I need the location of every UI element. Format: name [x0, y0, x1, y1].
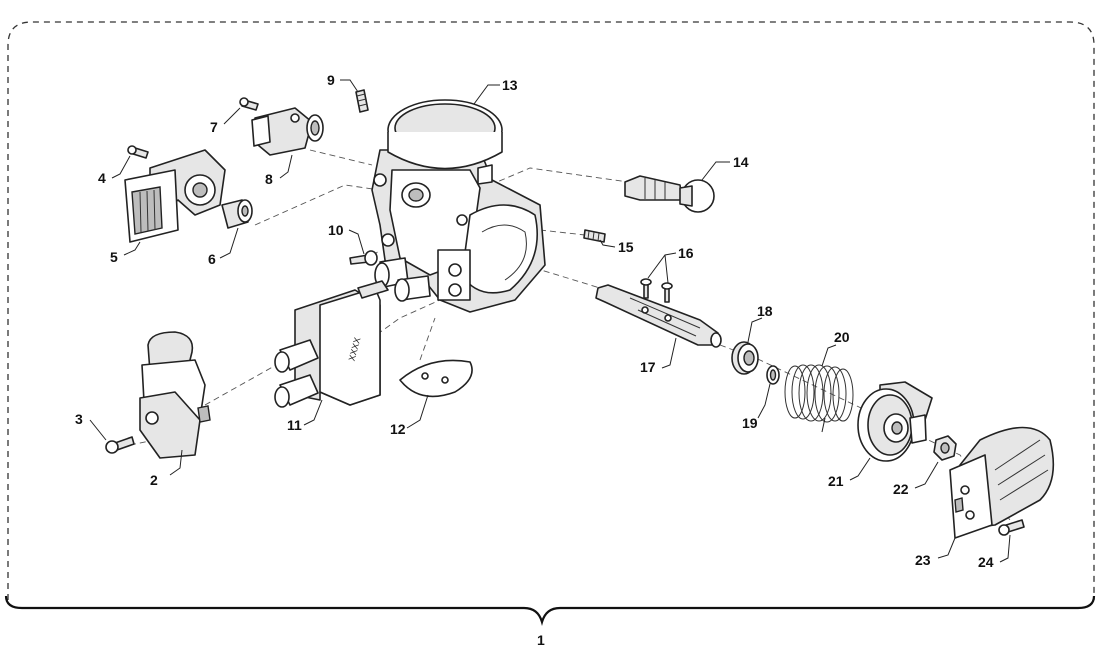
callout-12: 12 [390, 421, 406, 437]
bushing [221, 199, 253, 229]
throttle-shaft [595, 284, 722, 348]
map-sensor [251, 107, 324, 156]
callout-1: 1 [537, 632, 545, 648]
callout-20: 20 [834, 329, 850, 345]
throttle-body [371, 99, 546, 313]
grub-screw [583, 229, 606, 243]
callout-6: 6 [208, 251, 216, 267]
pin-10 [349, 250, 378, 266]
callout-14: 14 [733, 154, 749, 170]
screw-24 [998, 519, 1025, 536]
callout-2: 2 [150, 472, 158, 488]
callout-4: 4 [98, 170, 106, 186]
callout-11: 11 [287, 417, 302, 433]
pressure-sensor [139, 331, 211, 459]
callout-7: 7 [210, 119, 218, 135]
coil-connector: XXXX [274, 280, 389, 408]
assembly-frame [7, 21, 1095, 600]
nut [933, 435, 957, 461]
throttle-pulley [857, 381, 933, 462]
callout-labels: 1 2 3 4 5 6 7 8 9 10 11 12 13 14 15 16 1… [75, 72, 994, 648]
callout-19: 19 [742, 415, 758, 431]
callout-24: 24 [978, 554, 994, 570]
screw-3 [105, 436, 135, 454]
callout-22: 22 [893, 481, 909, 497]
callout-5: 5 [110, 249, 118, 265]
callout-10: 10 [328, 222, 344, 238]
return-spring [784, 364, 854, 433]
screw-7 [239, 97, 259, 111]
circlip [766, 365, 780, 385]
assembly-axes [129, 149, 1011, 521]
screw-4 [127, 145, 149, 159]
callout-15: 15 [618, 239, 634, 255]
bearing [731, 341, 759, 375]
callout-9: 9 [327, 72, 335, 88]
throttle-plate [399, 359, 473, 398]
temperature-sensor [624, 175, 715, 213]
callout-17: 17 [640, 359, 656, 375]
leader-lines [89, 79, 1011, 563]
callout-13: 13 [502, 77, 518, 93]
callout-16: 16 [678, 245, 694, 261]
callout-8: 8 [265, 171, 273, 187]
throttle-cover [949, 426, 1055, 539]
throttle-position-sensor [124, 149, 226, 243]
assembly-brace [4, 595, 1096, 626]
callout-3: 3 [75, 411, 83, 427]
screw-9 [355, 89, 369, 113]
screws-16 [640, 278, 673, 303]
callout-18: 18 [757, 303, 773, 319]
callout-23: 23 [915, 552, 931, 568]
callout-21: 21 [828, 473, 844, 489]
